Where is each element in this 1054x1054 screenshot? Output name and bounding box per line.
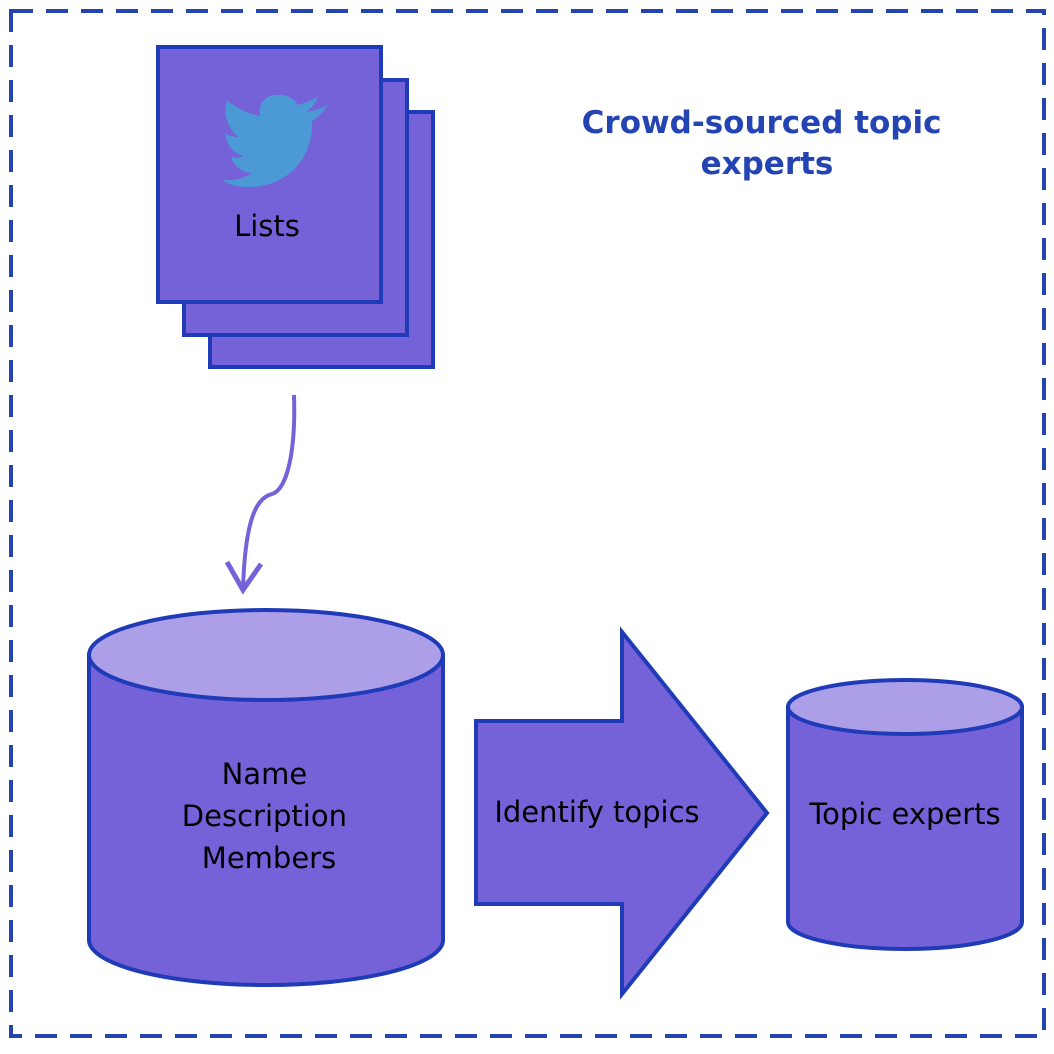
diagram-title: Crowd-sourced topic experts [582, 105, 953, 182]
diagram-title-line-2: experts [701, 146, 834, 182]
experts-database-top [786, 678, 1024, 736]
list-database-body [87, 653, 445, 987]
field-name: Name [222, 757, 308, 791]
list-database: Name Description Members [87, 608, 445, 987]
process-label: Identify topics [494, 795, 699, 829]
diagram-frame [9, 9, 1046, 1038]
process-arrow-shape [474, 626, 770, 1000]
twitter-bird-icon [222, 94, 328, 187]
experts-database-body [786, 705, 1024, 951]
diagram-title-line-1: Crowd-sourced topic [582, 105, 942, 141]
topic-experts-database: Topic experts [786, 678, 1024, 951]
connector-arrow [224, 394, 297, 595]
connector-arrowhead [224, 560, 264, 595]
topic-experts-label: Topic experts [808, 797, 1000, 831]
connector-line [241, 394, 297, 591]
lists-label: Lists [234, 209, 300, 243]
list-fields: Name Description Members [182, 757, 356, 875]
identify-topics-arrow: Identify topics [474, 626, 770, 1000]
list-database-top [87, 608, 445, 702]
field-description: Description [182, 799, 347, 833]
field-members: Members [202, 841, 336, 875]
twitter-lists-stack: Lists [156, 45, 435, 369]
